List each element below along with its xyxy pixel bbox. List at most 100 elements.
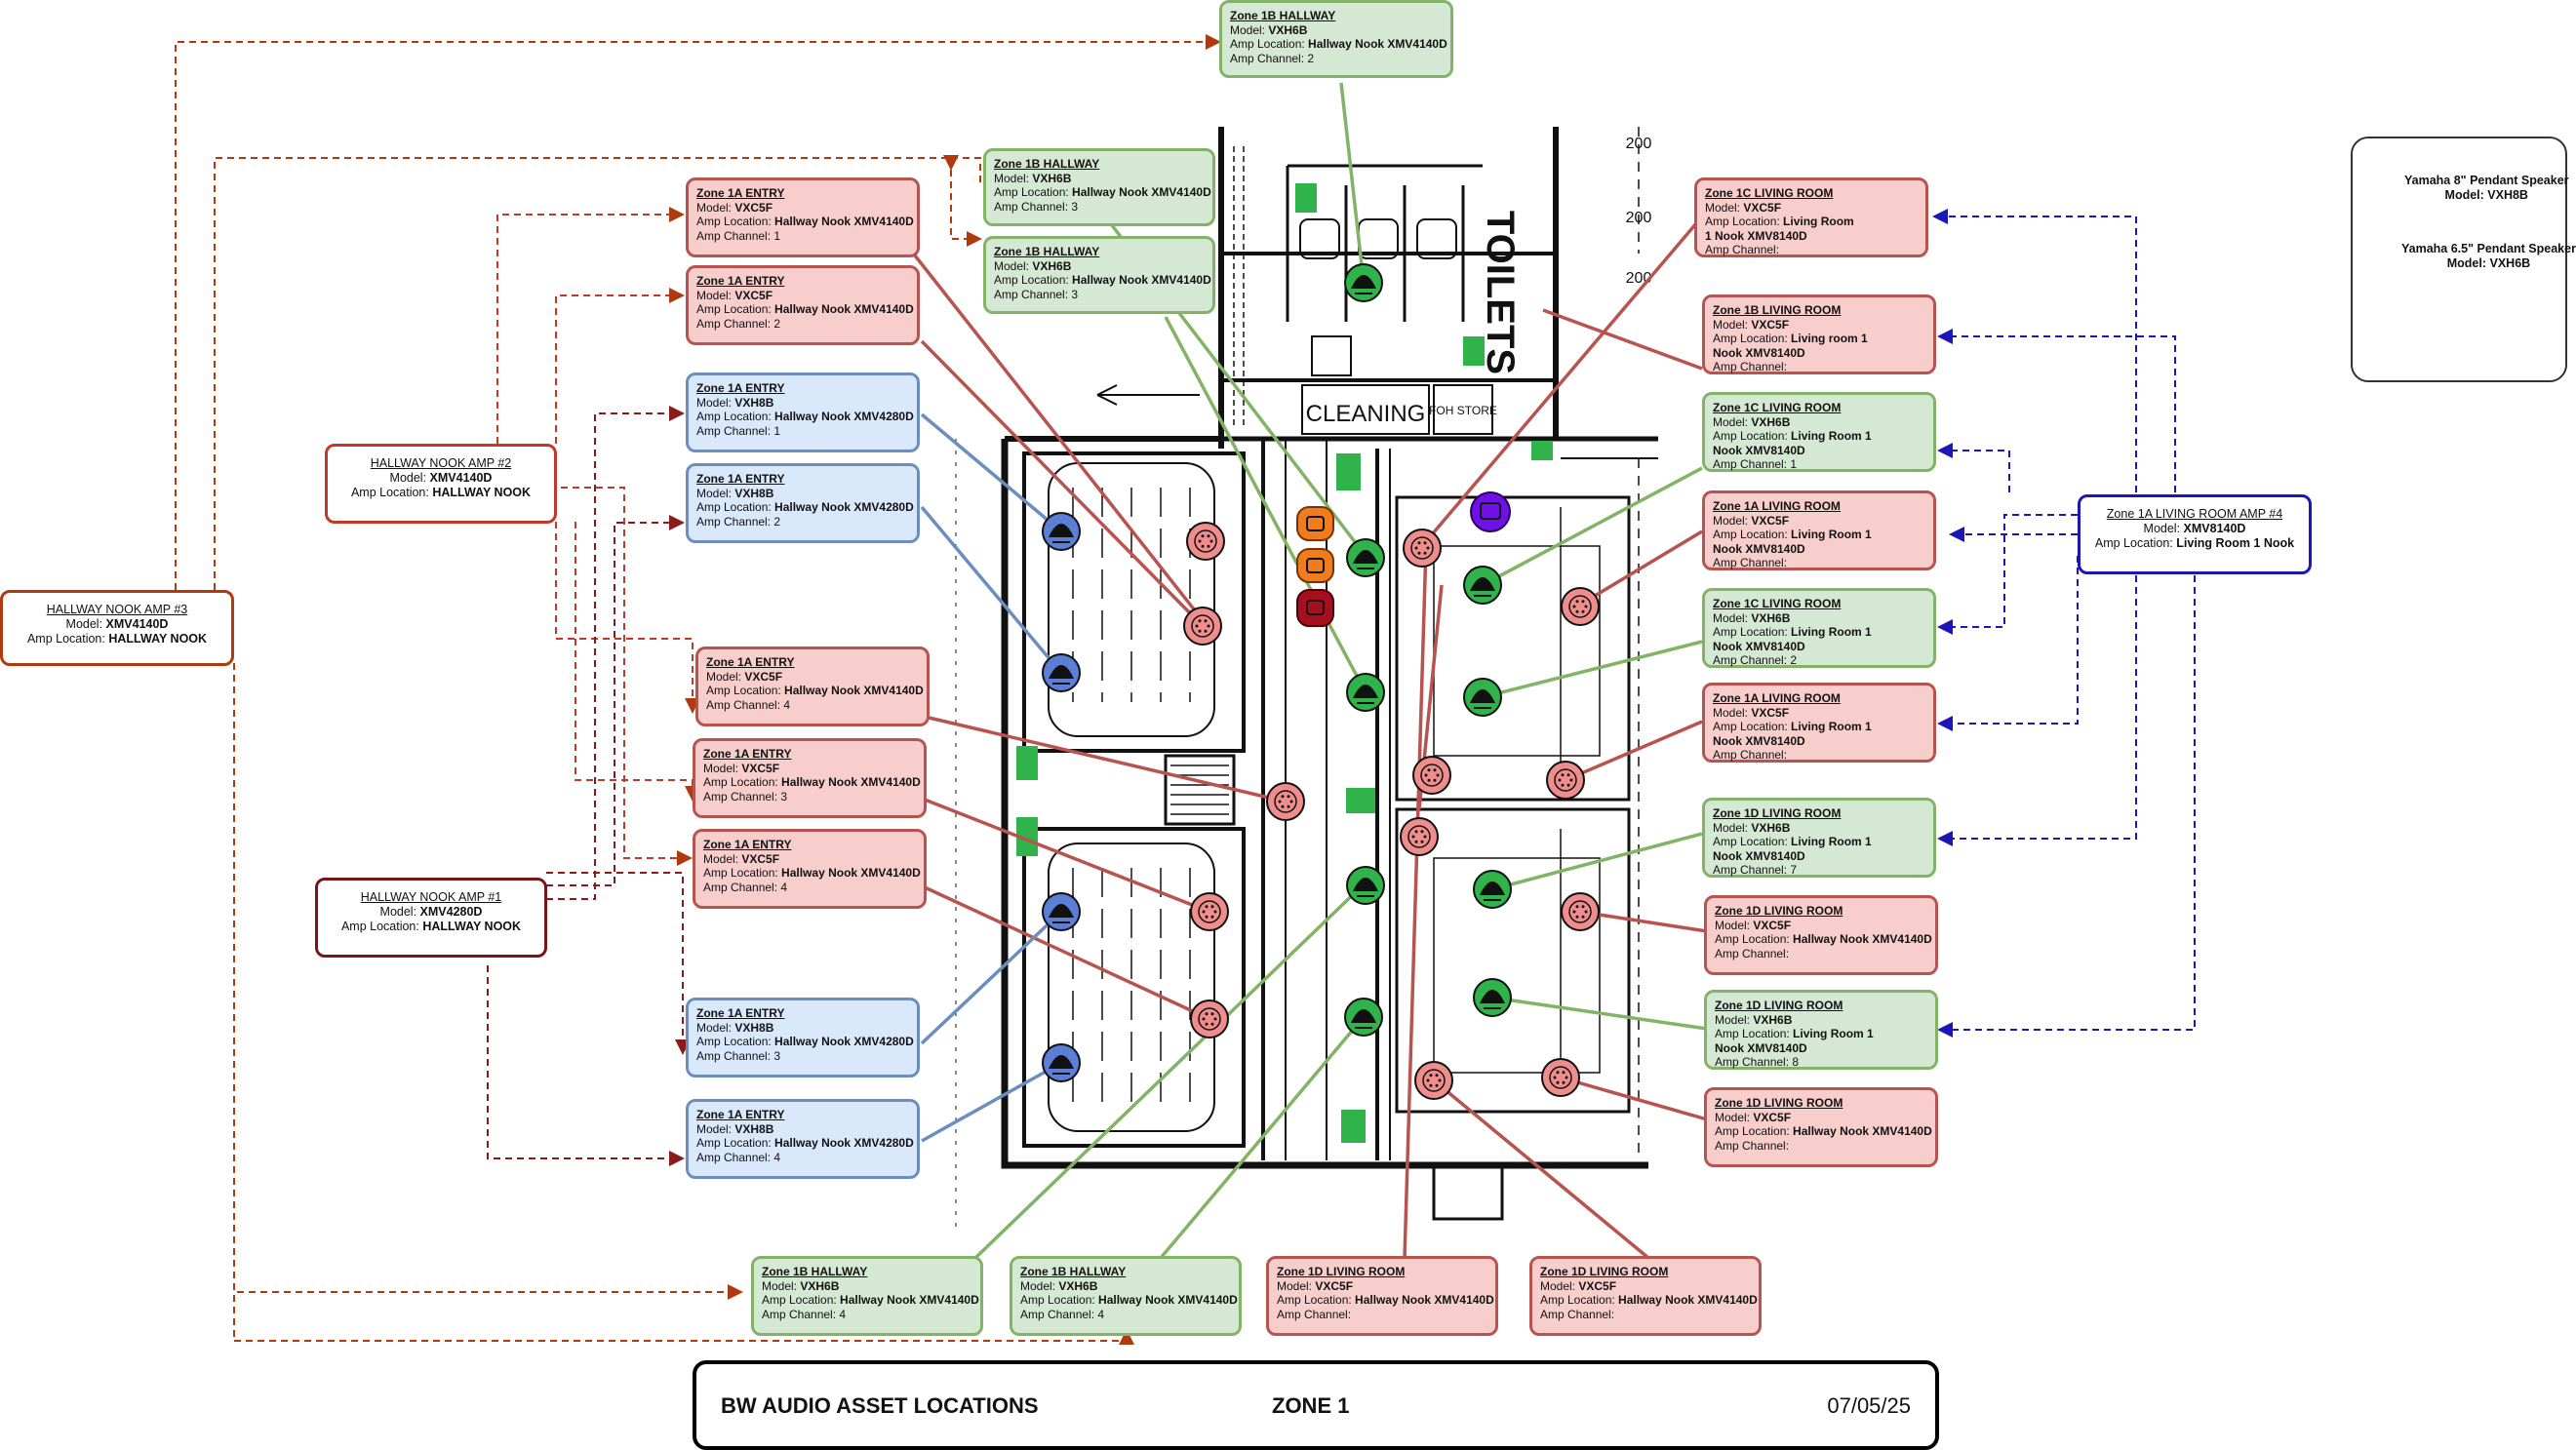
zone-title: Zone 1A ENTRY xyxy=(696,186,785,200)
amp-channel-line: Amp Channel: xyxy=(1540,1308,1751,1322)
model-value: VXC5F xyxy=(1753,1110,1792,1124)
pendant-speaker-6in-icon xyxy=(1346,538,1385,577)
room-number-label: 200 xyxy=(1626,210,1652,226)
room-label-toilets: TOILETS xyxy=(1479,211,1522,374)
model-line: Model: VXC5F xyxy=(696,201,909,216)
model-value: VXH6B xyxy=(800,1278,840,1293)
ceiling-speaker-icon xyxy=(1561,892,1600,931)
amp-location: HALLWAY NOOK xyxy=(108,632,208,646)
amp-channel-line: Amp Channel: xyxy=(1705,243,1918,257)
zone-title: Zone 1A ENTRY xyxy=(706,655,795,669)
connector xyxy=(1542,308,1703,371)
pendant-speaker-6in-icon xyxy=(1344,263,1383,302)
zone-title: Zone 1B HALLWAY xyxy=(762,1265,868,1278)
label: Model: xyxy=(379,905,420,919)
label: Amp Channel: xyxy=(696,423,774,438)
zone-title: Zone 1A ENTRY xyxy=(703,838,792,851)
model-line: Model: VXC5F xyxy=(703,762,916,776)
exit-sign-icon xyxy=(1346,788,1375,813)
connector xyxy=(924,715,1287,803)
connector xyxy=(175,34,1221,590)
amp-location: Living Room 1 Nook xyxy=(2176,536,2295,550)
amp-box-3[interactable]: HALLWAY NOOK AMP #3 Model: XMV4140D Amp … xyxy=(0,590,234,666)
amp-location-line: Amp Location: Hallway Nook XMV4140D xyxy=(1230,37,1447,52)
amp-location-value: Hallway Nook XMV4140D xyxy=(774,302,914,316)
amp-location-line: Amp Location: Hallway Nook XMV4140D xyxy=(1540,1293,1758,1308)
amp-location-value-2: Nook XMV8140D xyxy=(1713,443,1805,457)
orange-device-icon xyxy=(1296,506,1334,541)
amp-location-line: Amp Location: Hallway Nook XMV4140D xyxy=(994,185,1211,200)
zone-title: Zone 1D LIVING ROOM xyxy=(1713,806,1842,820)
label: Model: xyxy=(1713,705,1752,720)
pendant-speaker-8in-icon xyxy=(1042,653,1081,692)
model-line: Model: VXC5F xyxy=(1713,706,1925,721)
purple-device-icon xyxy=(1470,491,1511,532)
amp-channel-line: Amp Channel: 1 xyxy=(696,424,909,439)
amp-channel-line: Amp Channel: xyxy=(1713,556,1925,570)
model-line: Model: VXH6B xyxy=(1713,821,1925,836)
amp-channel-line: Amp Channel: 4 xyxy=(703,881,916,895)
amp-channel-value: 4 xyxy=(839,1307,847,1321)
connector xyxy=(1579,910,1708,933)
amp-location-value: Hallway Nook XMV4140D xyxy=(1355,1293,1494,1307)
amp-box-1[interactable]: HALLWAY NOOK AMP #1 Model: XMV4280D Amp … xyxy=(315,878,547,958)
amp-location-line: Amp Location: Living Room 1 xyxy=(1713,429,1925,444)
model-line: Model: VXC5F xyxy=(706,670,919,685)
room-labels: TOILETS CLEANING FOH STORE 200 200 200 xyxy=(1306,136,1652,427)
label: Amp Location: xyxy=(762,1293,841,1307)
amp-channel-value: 3 xyxy=(780,789,788,803)
label: Amp Channel: xyxy=(1230,51,1308,65)
amp-box-2[interactable]: HALLWAY NOOK AMP #2 Model: XMV4140D Amp … xyxy=(325,444,557,524)
label: Amp Channel: xyxy=(1277,1307,1352,1321)
amp-location-line: Amp Location: Hallway Nook XMV4140D xyxy=(1020,1293,1238,1308)
zone-title: Zone 1D LIVING ROOM xyxy=(1715,904,1843,918)
connector xyxy=(924,798,1210,914)
amp-location-line: Amp Location: Hallway Nook XMV4140D xyxy=(696,215,914,229)
label: Amp Location: xyxy=(1705,215,1784,228)
label: Model: xyxy=(696,200,735,215)
amp-channel-line: Amp Channel: 4 xyxy=(1020,1308,1231,1322)
model-line: Model: VXH6B xyxy=(1230,23,1443,38)
amp-location-line-2: Nook XMV8140D xyxy=(1713,346,1925,361)
amp-location-value: Hallway Nook XMV4140D xyxy=(1793,932,1932,946)
connector xyxy=(920,339,1205,628)
zone-title: Zone 1D LIVING ROOM xyxy=(1277,1265,1406,1278)
amp-box-4[interactable]: Zone 1A LIVING ROOM AMP #4 Model: XMV814… xyxy=(2078,494,2312,574)
label: Amp Location: xyxy=(1713,429,1792,443)
amp-location-line: Amp Location: Hallway Nook XMV4140D xyxy=(994,273,1211,288)
model-line: Model: VXC5F xyxy=(1705,201,1918,216)
amp-location-line: Amp Location: Living Room 1 xyxy=(1713,835,1925,849)
label: Amp Location: xyxy=(1713,625,1792,639)
room-label-foh-store: FOH STORE xyxy=(1429,404,1497,417)
connector xyxy=(1565,720,1703,782)
model-value: VXC5F xyxy=(741,761,780,775)
label: Amp Location: xyxy=(1713,720,1792,733)
label: Amp Channel: xyxy=(1705,243,1780,256)
